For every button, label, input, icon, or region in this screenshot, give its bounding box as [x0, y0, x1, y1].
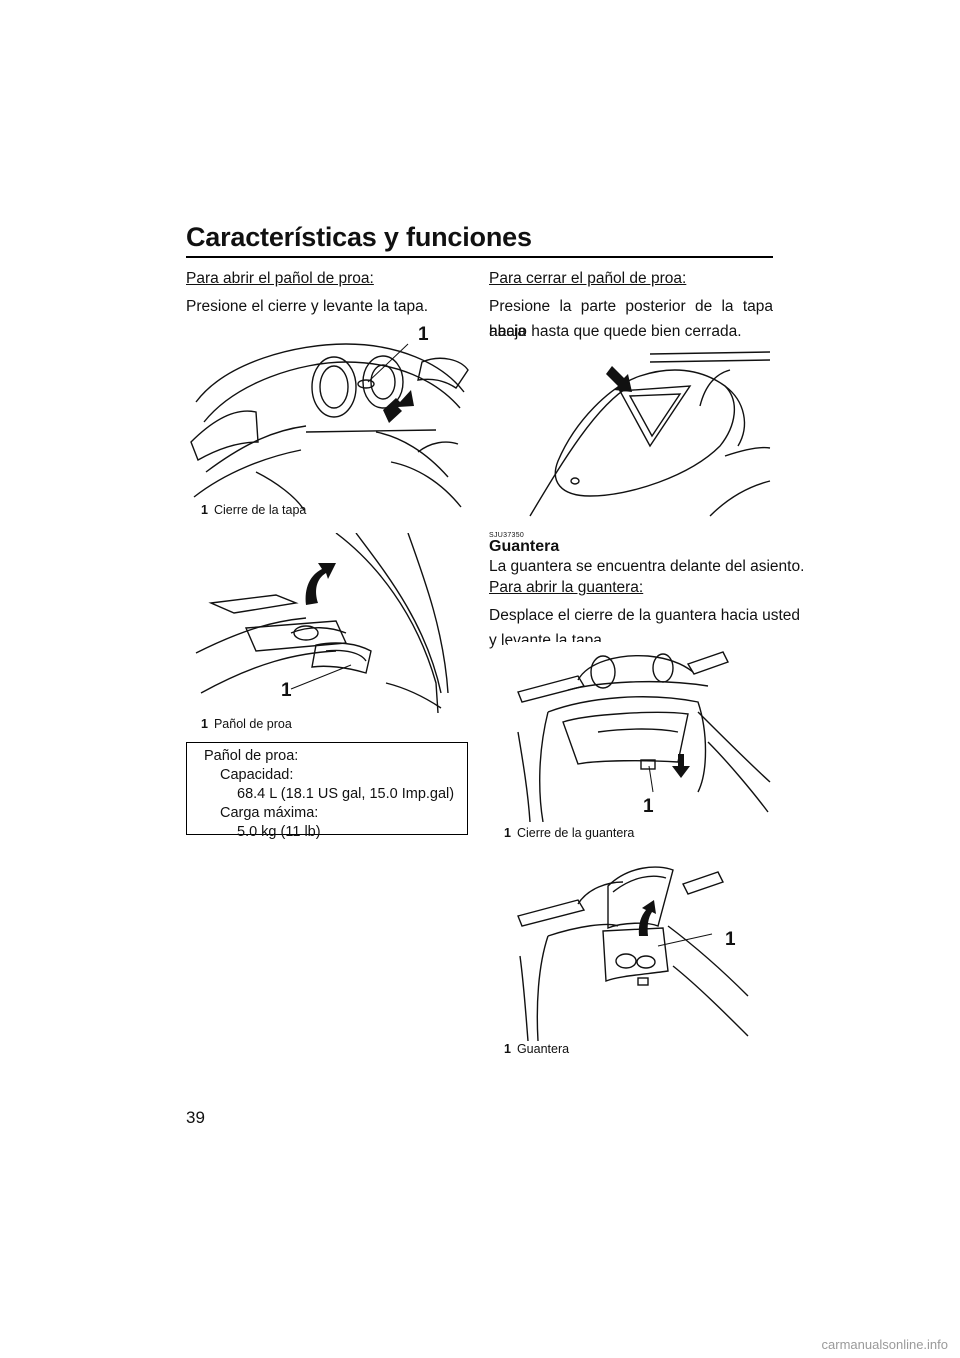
watermark: carmanualsonline.info [821, 1337, 948, 1352]
header-rule [186, 256, 773, 258]
section-code: SJU37350 [489, 532, 525, 539]
glovebox-text: La guantera se encuentra delante del asi… [489, 558, 805, 575]
close-bow-heading: Para cerrar el pañol de proa: [489, 270, 687, 287]
fig4-caption-text: Cierre de la guantera [516, 826, 635, 840]
fig5-caption-text: Guantera [516, 1042, 570, 1056]
open-bow-heading: Para abrir el pañol de proa: [186, 270, 374, 287]
page-title: Características y funciones [186, 222, 532, 252]
fig5-callout: 1 [725, 929, 736, 950]
fig5-caption-num: 1 [504, 1042, 511, 1056]
page-number: 39 [186, 1108, 205, 1127]
figure-glovebox-open [508, 856, 773, 1041]
spec-title: Pañol de proa: [204, 748, 299, 764]
close-bow-text-1: Presione la parte posterior de la tapa h… [489, 298, 773, 340]
fig2-caption-text: Pañol de proa [213, 717, 292, 731]
fig2-caption-num: 1 [201, 717, 208, 731]
fig4-callout: 1 [643, 796, 654, 817]
figure-glovebox-latch [508, 642, 773, 822]
spec-capacity-label: Capacidad: [220, 767, 294, 783]
figure-close-bow [500, 346, 772, 522]
spec-load-label: Carga máxima: [220, 805, 319, 821]
open-bow-text: Presione el cierre y levante la tapa. [186, 298, 429, 315]
spec-box: Pañol de proa: Capacidad: 68.4 L (18.1 U… [186, 742, 468, 840]
close-bow-text-2: abajo hasta que quede bien cerrada. [489, 323, 742, 340]
open-glovebox-text-1: Desplace el cierre de la guantera hacia … [489, 607, 801, 624]
figure-cover-latch [186, 322, 471, 512]
fig1-callout: 1 [418, 324, 429, 345]
fig4-caption: 1 Cierre de la guantera [504, 826, 634, 840]
glovebox-heading: Guantera [489, 538, 560, 555]
fig5-caption: 1 Guantera [504, 1042, 569, 1056]
fig4-caption-num: 1 [504, 826, 511, 840]
fig1-caption-text: Cierre de la tapa [213, 503, 307, 517]
fig2-caption: 1 Pañol de proa [201, 717, 292, 731]
spec-capacity-value: 68.4 L (18.1 US gal, 15.0 Imp.gal) [237, 786, 455, 802]
fig1-caption: 1 Cierre de la tapa [201, 503, 306, 517]
spec-load-value: 5.0 kg (11 lb) [237, 824, 321, 840]
fig2-callout: 1 [281, 680, 292, 701]
figure-bow-storage [186, 533, 471, 713]
fig1-caption-num: 1 [201, 503, 208, 517]
open-glovebox-heading: Para abrir la guantera: [489, 579, 644, 596]
